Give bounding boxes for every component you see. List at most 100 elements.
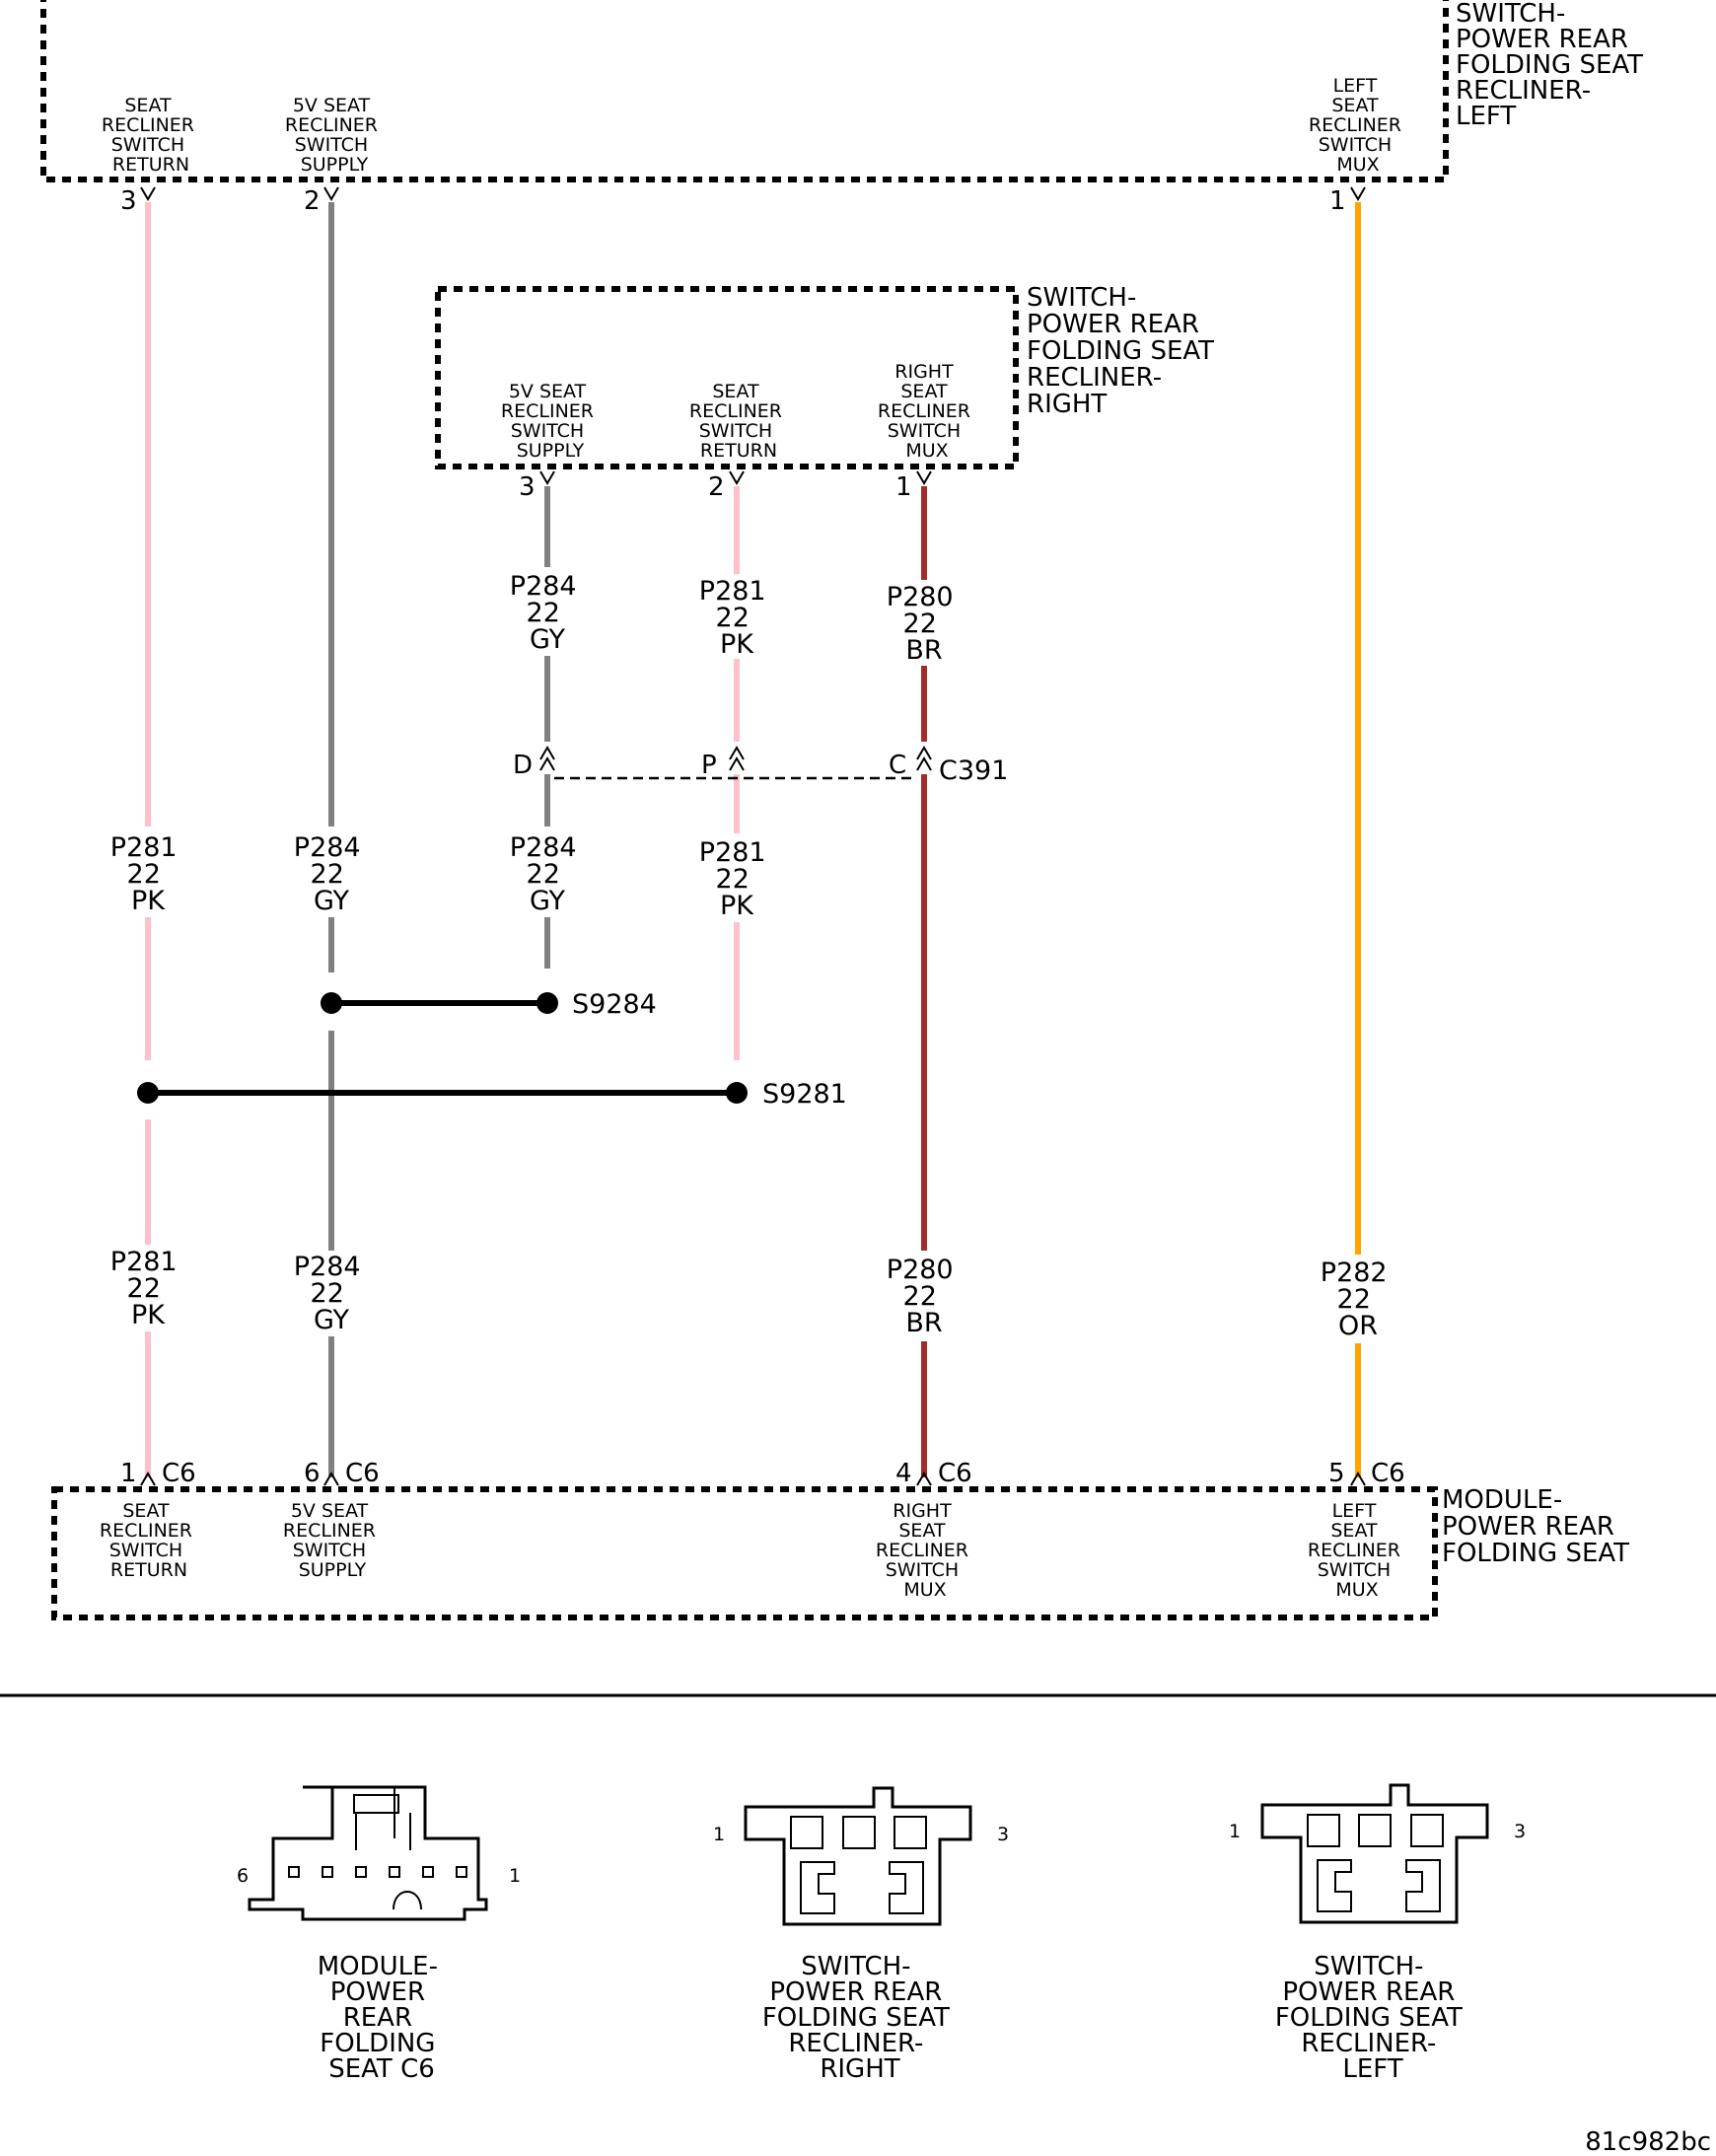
switch-right-pin3-terminal [539, 470, 555, 485]
switch-left-component: SWITCH- POWER REAR FOLDING SEAT RECLINER… [40, 0, 1651, 216]
module-c6-cavity-1 [456, 1866, 467, 1878]
module-pin5-label: LEFT SEAT RECLINER SWITCH MUX [1308, 1500, 1406, 1601]
wire-label-p281-left-upper: P281 22 PK [110, 832, 185, 916]
switch-left-pin1-terminal [1350, 186, 1366, 201]
wire-labels: P281 22 PK P284 22 GY P284 22 GY P281 22… [110, 571, 1395, 1341]
module-c6-pin-left: 6 [237, 1865, 249, 1887]
module-pin6-label: 5V SEAT RECLINER SWITCH SUPPLY [283, 1500, 382, 1581]
switch-left-pin2-label: 5V SEAT RECLINER SWITCH SUPPLY [285, 95, 384, 176]
switch-left-pin3-label: SEAT RECLINER SWITCH RETURN [102, 95, 200, 176]
module-c6-cavity-3 [389, 1866, 400, 1878]
switch-right-pin1-terminal [916, 470, 932, 485]
module-c6-cavity-2 [422, 1866, 434, 1878]
module-component: MODULE- POWER REAR FOLDING SEAT 1 C6 SEA… [51, 1459, 1629, 1620]
module-pin5-num: 5 [1328, 1459, 1345, 1488]
switch-right-title: SWITCH- POWER REAR FOLDING SEAT RECLINER… [1027, 283, 1222, 419]
splice-s9284: S9284 [321, 989, 657, 1020]
switch-left-box [40, 0, 1449, 182]
c391-pin-p-symbol [729, 746, 745, 771]
wire-label-p280-upper: P280 22 BR [887, 582, 962, 666]
switch-right-face-name: SWITCH- POWER REAR FOLDING SEAT RECLINER… [762, 1952, 958, 2084]
switch-right-face-outline [744, 1786, 972, 1926]
switch-left-face-cavity-2 [1358, 1814, 1392, 1847]
module-pin6-num: 6 [304, 1459, 321, 1488]
module-pin1-label: SEAT RECLINER SWITCH RETURN [100, 1500, 198, 1581]
module-c6-key [393, 1891, 422, 1910]
module-pin4-connector: C6 [938, 1459, 972, 1488]
module-pin6-terminal [323, 1472, 339, 1486]
module-box [51, 1486, 1438, 1620]
wire-label-p282: P282 22 OR [1321, 1258, 1395, 1341]
wire-label-p284-right-lower: P284 22 GY [510, 832, 585, 916]
switch-right-box [435, 286, 1019, 469]
splice-label-s9284: S9284 [572, 989, 657, 1020]
module-c6-cavity-4 [355, 1866, 367, 1878]
switch-right-pin2-label: SEAT RECLINER SWITCH RETURN [689, 381, 788, 462]
switch-left-pin3-terminal [140, 186, 156, 201]
module-c6-pin-right: 1 [509, 1865, 521, 1887]
switch-left-face-name: SWITCH- POWER REAR FOLDING SEAT RECLINER… [1275, 1952, 1470, 2084]
module-pin5-connector: C6 [1371, 1459, 1405, 1488]
c391-name: C391 [939, 755, 1008, 786]
module-c6-cavity-6 [288, 1866, 300, 1878]
switch-right-pin3-num: 3 [519, 472, 536, 502]
connector-view-switch-left: 1 3 SWITCH- POWER REAR FOLDING SEAT RECL… [1229, 1783, 1526, 2084]
switch-right-pin3-label: 5V SEAT RECLINER SWITCH SUPPLY [501, 381, 600, 462]
switch-right-component: SWITCH- POWER REAR FOLDING SEAT RECLINER… [435, 283, 1222, 502]
switch-left-title: SWITCH- POWER REAR FOLDING SEAT RECLINER… [1456, 0, 1651, 131]
module-pin6-connector: C6 [345, 1459, 380, 1488]
module-pin4-terminal [916, 1472, 932, 1486]
switch-left-face-outline [1260, 1783, 1489, 1924]
module-pin5-terminal [1350, 1472, 1366, 1486]
switch-left-face-cavity-3 [1410, 1814, 1444, 1847]
wire-label-p281-left-lower: P281 22 PK [110, 1247, 185, 1330]
module-title: MODULE- POWER REAR FOLDING SEAT [1442, 1485, 1629, 1568]
wire-label-p281-right-upper: P281 22 PK [699, 576, 774, 660]
footer-code: 81c982bc [1585, 2127, 1711, 2156]
switch-left-face-pin-right: 3 [1514, 1821, 1526, 1842]
switch-right-pin2-num: 2 [708, 472, 725, 502]
wire-label-p280-lower: P280 22 BR [887, 1255, 962, 1338]
switch-left-pin2-terminal [323, 186, 339, 201]
switch-right-face-pin-right: 3 [997, 1824, 1009, 1845]
switch-left-pin2-num: 2 [304, 186, 321, 216]
switch-left-face-cavity-1 [1307, 1814, 1340, 1847]
module-c6-cavity-5 [322, 1866, 333, 1878]
wire-label-p284-left-lower: P284 22 GY [294, 1252, 369, 1335]
wire-label-p281-right-lower: P281 22 PK [699, 837, 774, 921]
module-pin1-num: 1 [120, 1459, 137, 1488]
module-pin4-num: 4 [895, 1459, 912, 1488]
module-c6-outline [248, 1785, 488, 1921]
switch-left-pin1-label: LEFT SEAT RECLINER SWITCH MUX [1309, 75, 1407, 176]
module-c6-name: MODULE- POWER REAR FOLDING SEAT C6 [318, 1952, 447, 2084]
connector-view-switch-right: 1 3 SWITCH- POWER REAR FOLDING SEAT RECL… [713, 1786, 1009, 2084]
splice-s9281: S9281 [137, 1079, 847, 1110]
switch-right-face-cavity-3 [894, 1816, 927, 1849]
splice-label-s9281: S9281 [762, 1079, 847, 1110]
module-c6-latch [331, 1787, 411, 1850]
switch-right-face-cavity-1 [790, 1816, 823, 1849]
c391-pin-d-symbol [539, 746, 555, 771]
switch-left-face-pin-left: 1 [1229, 1821, 1241, 1842]
wire-label-p284-left-upper: P284 22 GY [294, 832, 369, 916]
c391-pin-d-label: D [513, 751, 533, 780]
wires [145, 202, 1361, 1477]
inline-connector-c391: D P C C391 [513, 746, 1008, 786]
switch-left-pin3-num: 3 [120, 186, 137, 216]
switch-right-face-cavity-2 [842, 1816, 876, 1849]
switch-left-pin1-num: 1 [1329, 186, 1346, 216]
switch-right-face-pin-left: 1 [713, 1824, 725, 1845]
c391-pin-c-label: C [889, 751, 906, 780]
module-pin1-connector: C6 [162, 1459, 196, 1488]
switch-left-face-keyway [1317, 1859, 1441, 1912]
module-pin1-terminal [140, 1472, 156, 1486]
switch-right-pin2-terminal [729, 470, 745, 485]
module-pin4-label: RIGHT SEAT RECLINER SWITCH MUX [876, 1500, 974, 1601]
wire-label-p284-right-upper: P284 22 GY [510, 571, 585, 655]
c391-pin-c-symbol [916, 746, 932, 771]
c391-pin-p-label: P [701, 751, 717, 780]
switch-right-face-keyway [800, 1861, 924, 1914]
connector-view-module-c6: 6 1 MODULE- POWER REAR FOLDING SEAT C6 [237, 1785, 521, 2084]
switch-right-pin1-num: 1 [895, 472, 912, 502]
